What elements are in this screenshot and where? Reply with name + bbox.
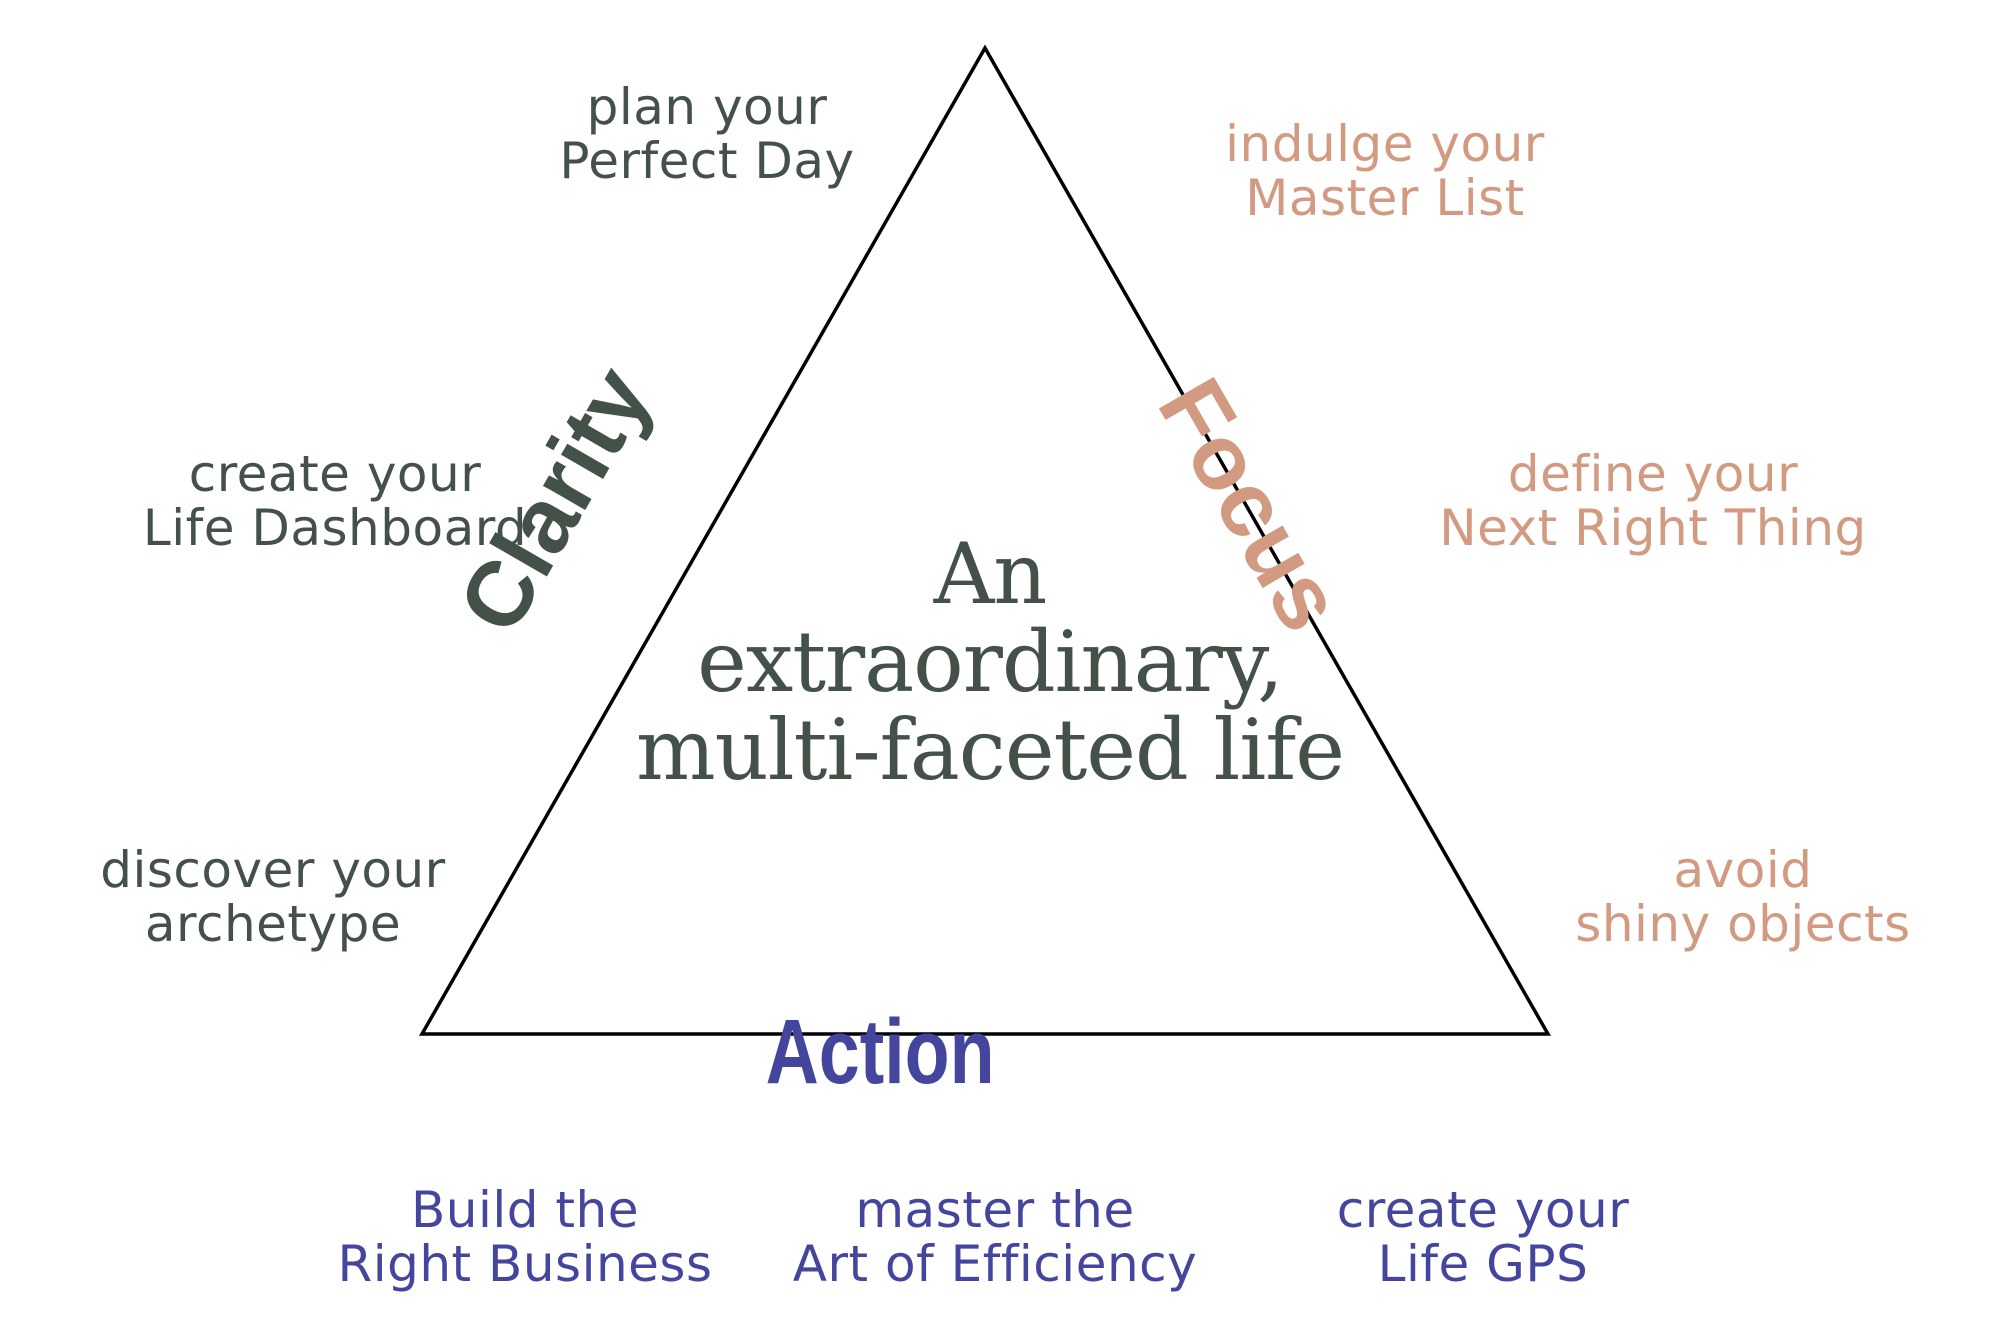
triangle-shape <box>418 44 1552 1036</box>
focus-item-line: indulge your <box>1225 115 1545 173</box>
clarity-item-line: create your <box>188 445 482 503</box>
focus-item-shiny-objects: avoid shiny objects <box>1575 843 1910 951</box>
action-item-line: Build the <box>411 1181 639 1239</box>
clarity-item-line: discover your <box>100 841 446 899</box>
clarity-item-life-dashboard: create your Life Dashboard <box>143 447 527 555</box>
focus-item-line: Master List <box>1245 169 1525 227</box>
focus-item-line: define your <box>1507 445 1799 503</box>
action-item-line: create your <box>1336 1181 1630 1239</box>
clarity-item-line: plan your <box>586 78 828 136</box>
action-item-line: master the <box>855 1181 1135 1239</box>
center-statement: An extraordinary, multi-faceted life <box>635 525 1345 799</box>
clarity-item-line: Life Dashboard <box>142 499 528 557</box>
center-line-1: An <box>933 525 1048 623</box>
focus-item-line: avoid <box>1673 841 1813 899</box>
focus-item-next-right-thing: define your Next Right Thing <box>1439 447 1866 555</box>
action-label: Action <box>765 1001 995 1103</box>
clarity-item-line: archetype <box>144 895 402 953</box>
center-line-3: multi-faceted life <box>635 701 1345 799</box>
action-item-line: Right Business <box>337 1235 713 1293</box>
action-item-right-business: Build the Right Business <box>337 1183 712 1291</box>
action-item-life-gps: create your Life GPS <box>1337 1183 1630 1291</box>
action-item-line: Art of Efficiency <box>792 1235 1198 1293</box>
clarity-item-perfect-day: plan your Perfect Day <box>559 80 854 188</box>
action-item-art-of-efficiency: master the Art of Efficiency <box>793 1183 1197 1291</box>
focus-item-master-list: indulge your Master List <box>1225 117 1545 225</box>
center-line-2: extraordinary, <box>697 613 1284 711</box>
clarity-item-line: Perfect Day <box>559 132 855 190</box>
focus-item-line: shiny objects <box>1575 895 1911 953</box>
action-item-line: Life GPS <box>1377 1235 1589 1293</box>
focus-item-line: Next Right Thing <box>1439 499 1867 557</box>
clarity-item-archetype: discover your archetype <box>100 843 446 951</box>
